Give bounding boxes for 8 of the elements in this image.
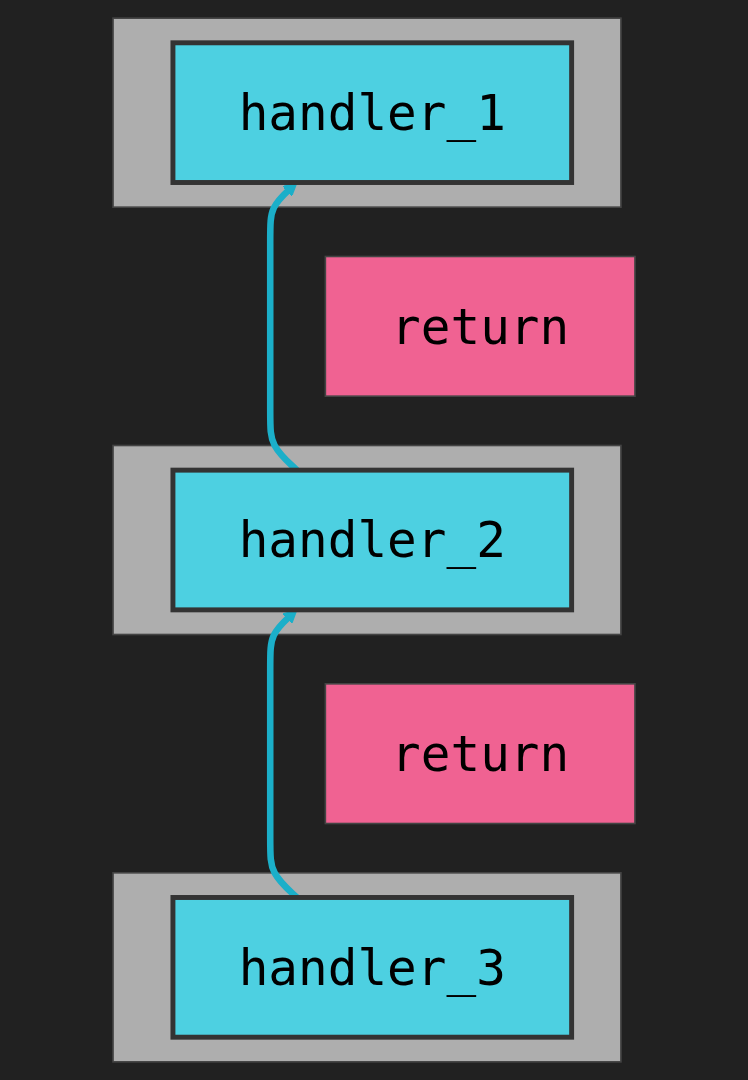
node-box: handler_1: [170, 40, 575, 185]
node-box: return: [324, 255, 636, 397]
cluster: [112, 17, 622, 208]
node-box: handler_2: [170, 467, 575, 613]
node-box: handler_3: [170, 895, 575, 1040]
cluster: [112, 872, 622, 1063]
cluster: [112, 444, 622, 636]
node-box: return: [324, 683, 636, 825]
